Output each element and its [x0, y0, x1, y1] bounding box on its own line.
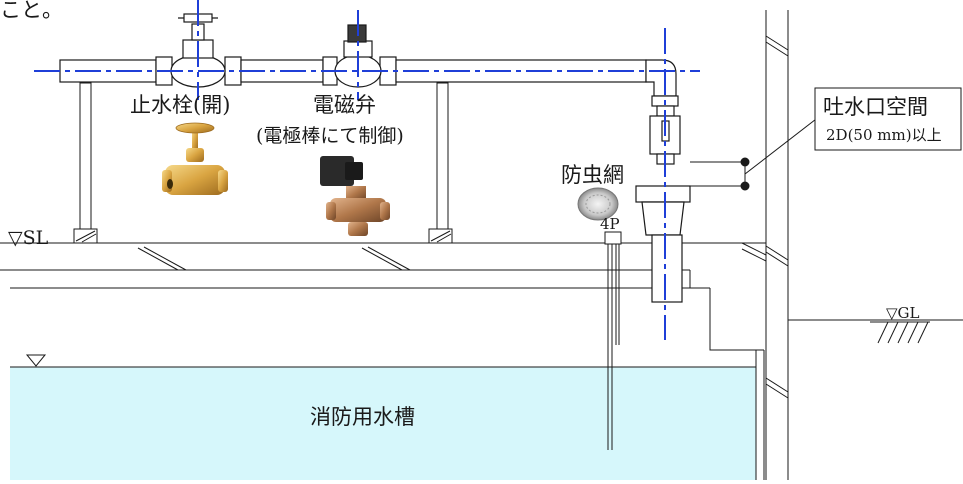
- building-wall: [741, 10, 963, 480]
- floor-slab: [0, 242, 766, 288]
- slab-level-label: ▽SL: [8, 227, 49, 249]
- water-level-symbol: [25, 354, 47, 367]
- outlet-space-dimension: [690, 115, 821, 191]
- ground-hatch: [870, 321, 930, 344]
- tank-label: 消防用水槽: [310, 405, 415, 429]
- electrode-label: 4P: [600, 215, 620, 233]
- ground-level-label: ▽GL: [886, 304, 920, 322]
- outlet-pipe: [635, 95, 691, 303]
- insect-screen-photo: [577, 187, 619, 221]
- tank-structure: [10, 287, 765, 480]
- center-lines: [34, 0, 700, 340]
- outlet-space-rule: 2D(50 mm)以上: [826, 126, 942, 144]
- outlet-space-callout: [814, 87, 962, 151]
- tank-water: [10, 367, 756, 480]
- insect-screen-label: 防虫網: [561, 163, 624, 187]
- outlet-space-title: 吐水口空間: [823, 95, 928, 119]
- stop-valve-label: 止水栓(開): [130, 93, 230, 117]
- solenoid-control-label: (電極棒にて制御): [256, 125, 404, 147]
- solenoid-valve-label: 電磁弁: [313, 93, 376, 117]
- stop-valve-photo: [162, 122, 228, 195]
- solenoid-valve-photo: [320, 156, 390, 236]
- pipe-supports: [73, 82, 453, 244]
- electrode-rod: [604, 231, 622, 450]
- top-note: こと。: [0, 0, 63, 22]
